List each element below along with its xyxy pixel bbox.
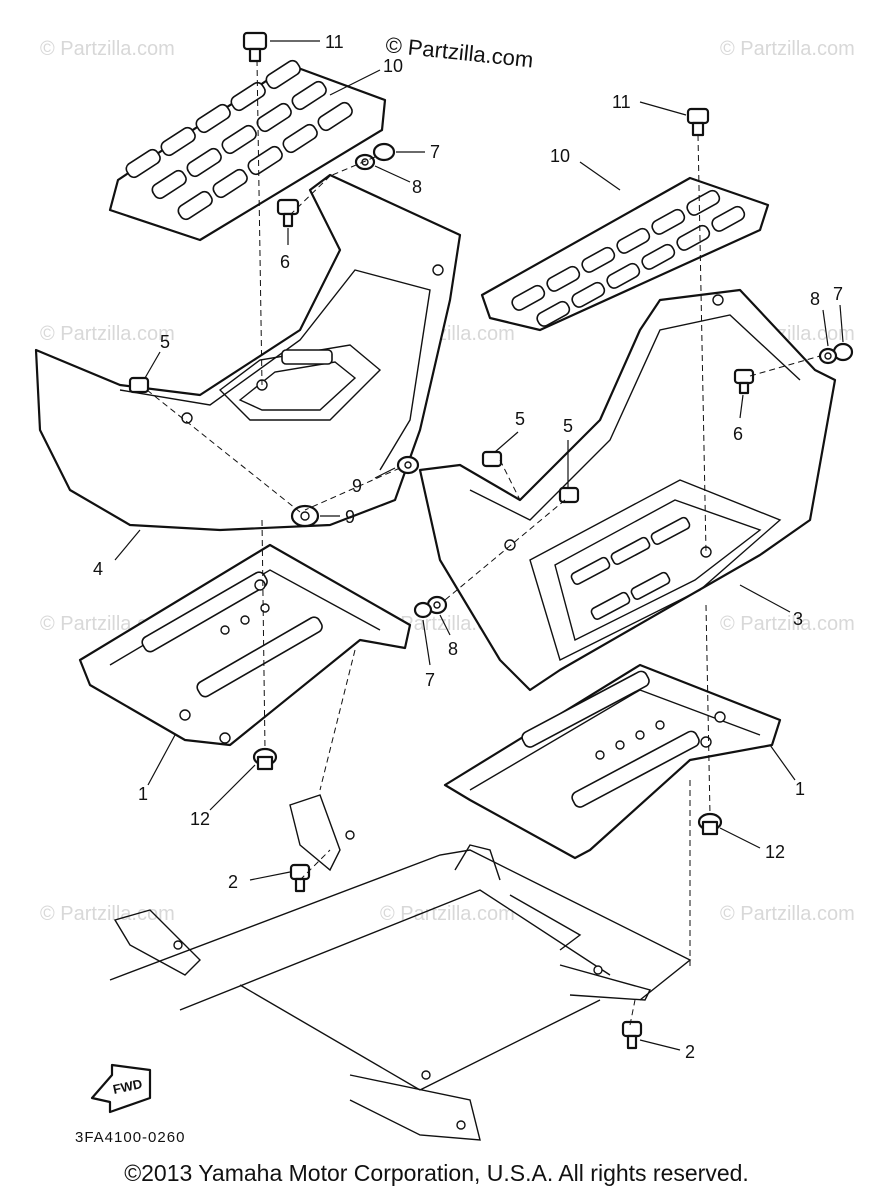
callout-7: 7: [833, 284, 843, 304]
right-footrest-plate: [480, 176, 770, 332]
callout-10: 10: [550, 146, 570, 166]
bolt-11-left: [242, 31, 268, 51]
right-footrest-bracket: [443, 663, 782, 860]
watermark-layer: © Partzilla.com © Partzilla.com © Partzi…: [40, 38, 855, 925]
left-footrest-plate: [108, 59, 387, 242]
callout-8: 8: [810, 289, 820, 309]
callout-3: 3: [793, 609, 803, 629]
bolt-11-right: [686, 107, 710, 125]
callout-12: 12: [190, 809, 210, 829]
callout-12: 12: [765, 842, 785, 862]
bolt-6-right: [733, 368, 755, 385]
right-footrest-guard: [418, 288, 837, 692]
callout-11: 11: [325, 32, 344, 52]
nut-7-left: [372, 142, 396, 162]
watermark: © Partzilla.com: [380, 903, 515, 925]
left-footrest-bracket: [78, 543, 412, 747]
grommet-12-left-body: [256, 755, 274, 771]
left-plate-slots: [125, 59, 353, 221]
bolt-2-left-shank: [294, 877, 306, 893]
grommet-12-right-body: [701, 820, 719, 836]
right-plate-slots: [511, 189, 746, 327]
frame: [109, 794, 692, 1141]
watermark: © Partzilla.com: [40, 903, 175, 925]
callout-8: 8: [412, 177, 422, 197]
diagram-code: 3FA4100-0260: [75, 1129, 185, 1146]
bolt-11-left-shank: [248, 47, 262, 63]
callout-9: 9: [352, 476, 362, 496]
fwd-label: FWD: [112, 1076, 144, 1097]
bolt-5-right-b: [558, 486, 580, 504]
nut-7-lower: [413, 601, 433, 619]
bolt-11-right-shank: [691, 121, 705, 137]
left-footrest-guard: [34, 173, 462, 532]
callout-5: 5: [160, 332, 170, 352]
header-watermark: © Partzilla.com: [384, 32, 534, 72]
bolt-5-right-a: [481, 450, 503, 468]
callout-6: 6: [280, 252, 290, 272]
callout-8: 8: [448, 639, 458, 659]
callout-1: 1: [138, 784, 148, 804]
bolt-5-left: [128, 376, 150, 394]
watermark: © Partzilla.com: [720, 903, 855, 925]
fwd-arrow-icon: FWD: [90, 1063, 152, 1114]
callout-2: 2: [685, 1042, 695, 1062]
callout-2: 2: [228, 872, 238, 892]
bolt-2-right: [621, 1020, 643, 1038]
callout-9: 9: [345, 507, 355, 527]
assembly-lines: [146, 59, 821, 1026]
copyright-notice: ©2013 Yamaha Motor Corporation, U.S.A. A…: [124, 1160, 749, 1186]
callouts: 11 10 7 8 6 5 9 9 4 11 10 8 7 6 5 5 3 8 …: [93, 32, 843, 1062]
watermark: © Partzilla.com: [40, 323, 175, 345]
callout-5: 5: [515, 409, 525, 429]
callout-5: 5: [563, 416, 573, 436]
watermark: © Partzilla.com: [720, 613, 855, 635]
bolt-2-left: [289, 863, 311, 881]
callout-10: 10: [383, 56, 403, 76]
bolt-2-right-shank: [626, 1034, 638, 1050]
callout-4: 4: [93, 559, 103, 579]
watermark: © Partzilla.com: [40, 38, 175, 60]
bolt-6-right-shank: [738, 381, 750, 395]
callout-11: 11: [612, 92, 631, 112]
callout-1: 1: [795, 779, 805, 799]
bolt-6-left: [276, 198, 300, 216]
callout-6: 6: [733, 424, 743, 444]
callout-7: 7: [430, 142, 440, 162]
callout-7: 7: [425, 670, 435, 690]
bolt-6-left-shank: [282, 212, 294, 228]
watermark: © Partzilla.com: [720, 38, 855, 60]
leader-lines: [114, 40, 844, 1051]
fasteners: [128, 31, 854, 1050]
